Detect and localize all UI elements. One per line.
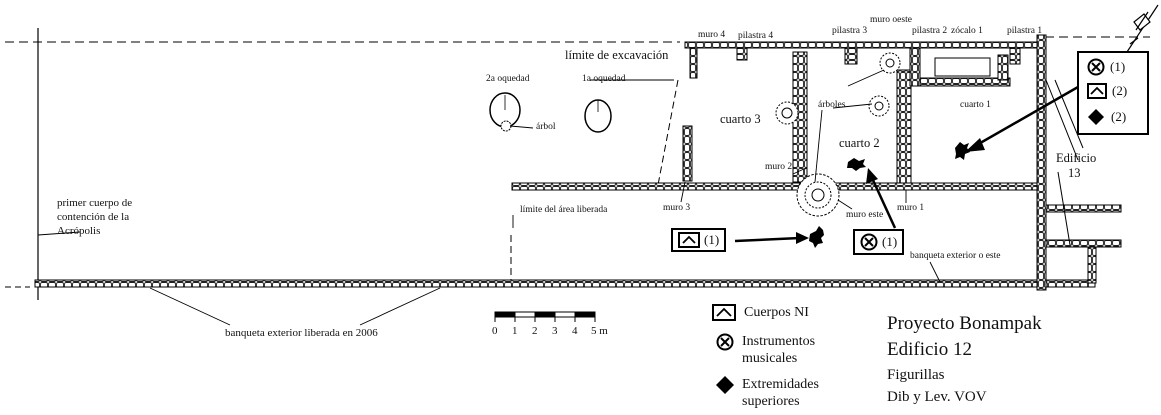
fragment-icon [809,142,970,248]
legend-instrumentos-line1: Instrumentos [742,334,816,349]
label-muro-este: muro este [846,210,884,220]
callout-instrumentos-bottom: (1) [853,229,905,255]
legend-cuerpos-label: Cuerpos NI [744,305,809,320]
label-zocalo-1: zócalo 1 [951,26,983,36]
label-cuarto-3: cuarto 3 [720,112,761,126]
legend-cuerpos: Cuerpos NI [712,304,809,321]
tree-symbols [775,52,901,217]
callout-cuerpos-bottom: (1) [671,228,727,252]
label-primer-cuerpo-3: Acrópolis [57,225,101,237]
callout-room1-extremidades-count: (2) [1111,109,1127,124]
title-figurillas: Figurillas [887,367,945,383]
scale-bar [494,311,596,322]
label-banqueta-exterior-este: banqueta exterior o este [910,251,1001,261]
callout-room1: (1) (2) (2) [1077,51,1149,135]
label-limite-excavacion: límite de excavación [565,48,669,62]
legend-extremidades-line1: Extremidades [742,377,819,392]
scale-tick-1: 1 [512,325,518,337]
title-proyecto: Proyecto Bonampak [887,313,1042,334]
muro-este-wall [511,182,1038,191]
label-pilastra-2: pilastra 2 [912,26,948,36]
instrumentos-icon [1087,58,1105,76]
label-edificio-13-line2: 13 [1068,166,1081,180]
callout-room1-cuerpos-count: (2) [1112,83,1128,98]
legend-extremidades: Extremidades superiores [716,376,819,410]
title-credits: Dib y Lev. VOV [887,389,987,405]
label-muro-1: muro 1 [897,203,925,213]
label-pilastra-3: pilastra 3 [832,26,868,36]
scale-tick-4: 4 [572,325,578,337]
label-primer-cuerpo-1: primer cuerpo de [57,197,133,209]
scale-tick-2: 2 [532,325,538,337]
label-banqueta-liberada: banqueta exterior liberada en 2006 [225,327,378,339]
legend-instrumentos-line2: musicales [742,351,798,366]
scale-tick-5m: 5 m [591,325,608,337]
cuerpos-icon [1087,83,1107,99]
label-muro-3: muro 3 [663,203,691,213]
banqueta-wall [34,279,1096,288]
cuerpos-icon [712,304,736,321]
label-muro-2: muro 2 [765,162,793,172]
label-limite-area-liberada: límite del área liberada [520,205,608,215]
excavation-limit-line [657,79,679,186]
legend-extremidades-line2: superiores [742,394,800,409]
label-cuarto-1: cuarto 1 [960,100,991,110]
north-arrow-icon [1124,4,1159,56]
label-oquedad-2a: 2a oquedad [486,74,530,84]
label-edificio-13-line1: Edificio [1056,151,1097,165]
label-pilastra-1: pilastra 1 [1007,26,1043,36]
label-arboles: árboles [818,100,846,110]
label-muro-oeste: muro oeste [870,15,912,25]
muro-oeste-wall [684,41,1041,49]
extremidades-icon [1088,109,1104,125]
scale-tick-0: 0 [492,325,498,337]
extremidades-icon [716,376,734,394]
cuerpos-icon [678,232,700,248]
title-edificio: Edificio 12 [887,339,972,360]
label-primer-cuerpo-2: contención de la [57,211,130,223]
scale-tick-3: 3 [552,325,558,337]
callout-room1-instrumentos-count: (1) [1110,59,1126,74]
label-pilastra-4: pilastra 4 [738,31,774,41]
instrumentos-icon [860,233,878,251]
label-arbol: árbol [536,122,556,132]
label-cuarto-2: cuarto 2 [839,136,880,150]
legend-instrumentos: Instrumentos musicales [716,333,815,367]
label-muro-4: muro 4 [698,30,726,40]
label-oquedad-1a: 1a oquedad [582,74,626,84]
instrumentos-icon [716,333,734,351]
callout-instrumentos-bottom-count: (1) [882,234,898,249]
callout-cuerpos-bottom-count: (1) [704,232,720,247]
